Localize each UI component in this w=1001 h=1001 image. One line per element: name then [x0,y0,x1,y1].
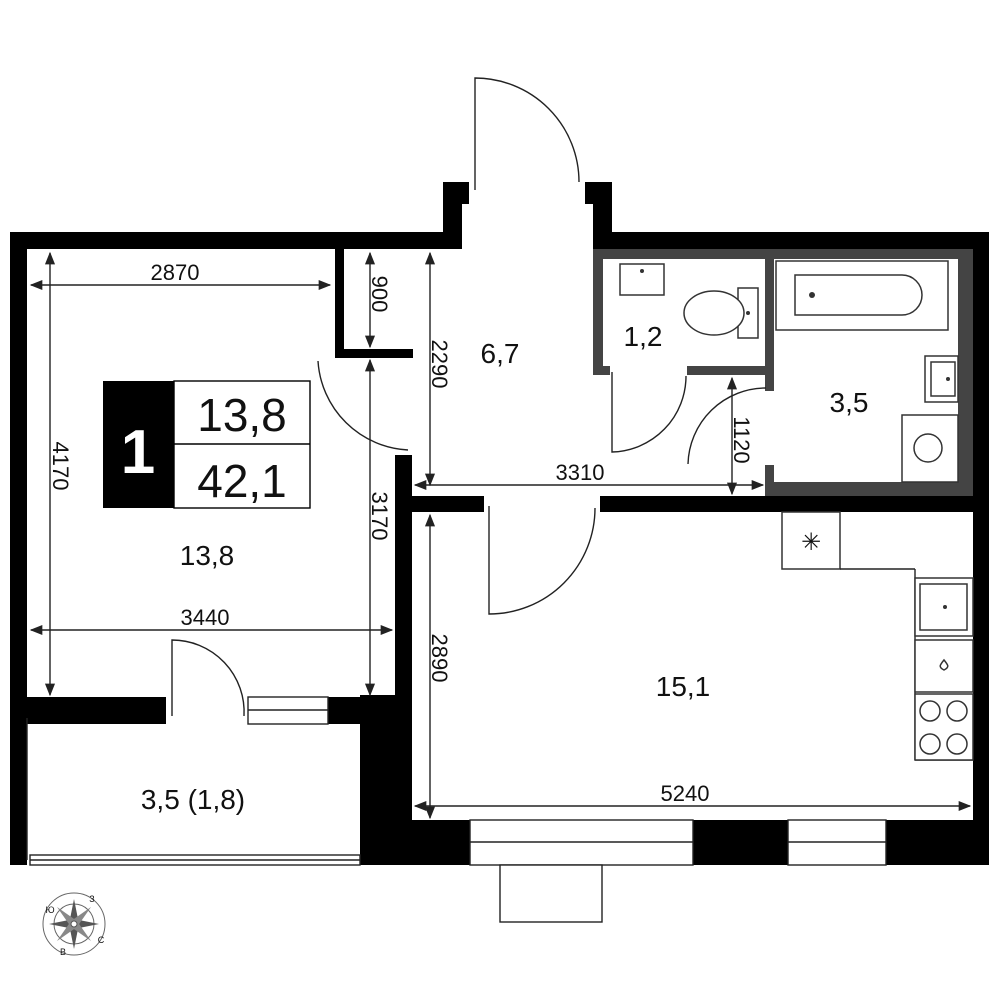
kitchen-sink-icon [914,577,974,637]
fridge-icon: ✳ [781,511,841,570]
compass-rose-icon: З Ю В С [42,892,106,957]
badge-room-count: 1 [121,418,155,487]
room-area-kitchen: 15,1 [656,671,711,702]
dishwasher-icon [914,639,974,693]
bathroom-sink-icon [924,355,959,403]
room-area-hall: 6,7 [481,338,520,369]
stove-icon [914,693,974,761]
compass-label-north: З [89,894,94,904]
svg-text:✳: ✳ [801,529,821,556]
interior-walls [27,249,973,865]
dim-living-right-height: 3170 [367,492,392,541]
room-area-bathroom: 3,5 [830,387,869,418]
dim-closet-depth: 900 [367,276,392,313]
room-area-wc: 1,2 [624,321,663,352]
room-area-balcony: 3,5 (1,8) [141,784,245,815]
compass-label-south: В [60,947,66,957]
bathtub-icon [775,260,949,331]
apartment-badge: 1 13,8 42,1 [103,380,311,509]
fixtures: ✳ [619,260,974,761]
dim-hall-width: 3310 [556,460,605,485]
dim-hall-length: 2290 [427,340,452,389]
badge-living-area: 13,8 [197,389,287,441]
doors [171,77,767,717]
compass-label-east: С [98,935,105,945]
toilet-icon [683,287,759,339]
room-area-living: 13,8 [180,540,235,571]
dim-bathroom-door: 1120 [729,416,754,463]
dimension-lines [29,251,972,820]
dim-kitchen-height: 2890 [427,634,452,683]
dim-kitchen-width: 5240 [661,781,710,806]
dim-living-width-bottom: 3440 [181,605,230,630]
badge-total-area: 42,1 [197,455,287,507]
dim-living-width-top: 2870 [151,260,200,285]
washing-machine-icon [901,414,959,483]
wc-sink-icon [619,263,665,296]
dim-living-height: 4170 [48,442,73,491]
windows [26,696,887,923]
compass-label-west: Ю [45,905,54,915]
